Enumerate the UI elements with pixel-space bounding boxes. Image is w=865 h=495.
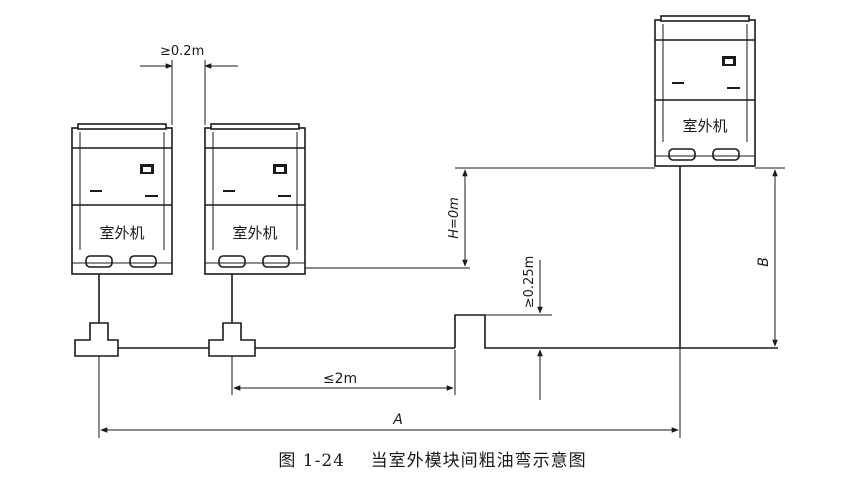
- dim-max-distance-label: ≤2m: [323, 371, 357, 387]
- outdoor-unit-left: [71, 123, 173, 275]
- outdoor-unit-right: [654, 15, 756, 167]
- dimension-lines: [98, 60, 785, 438]
- figure-number: 图 1-24: [278, 451, 345, 471]
- figure-title: 当室外模块间粗油弯示意图: [370, 451, 587, 471]
- unit-label-left: 室外机: [99, 224, 144, 242]
- figure-caption: 图 1-24 当室外模块间粗油弯示意图: [0, 446, 865, 471]
- unit-label-middle: 室外机: [232, 224, 277, 242]
- outdoor-unit-middle: [204, 123, 306, 275]
- dim-h-label: H=0m: [447, 197, 462, 239]
- refrigerant-piping: [74, 166, 778, 357]
- unit-label-right: 室外机: [682, 117, 727, 135]
- dim-trap-label: ≥0.25m: [522, 256, 537, 309]
- dim-spacing-label: ≥0.2m: [160, 44, 204, 59]
- dim-b-label: B: [756, 257, 772, 267]
- dim-a-label: A: [392, 412, 403, 428]
